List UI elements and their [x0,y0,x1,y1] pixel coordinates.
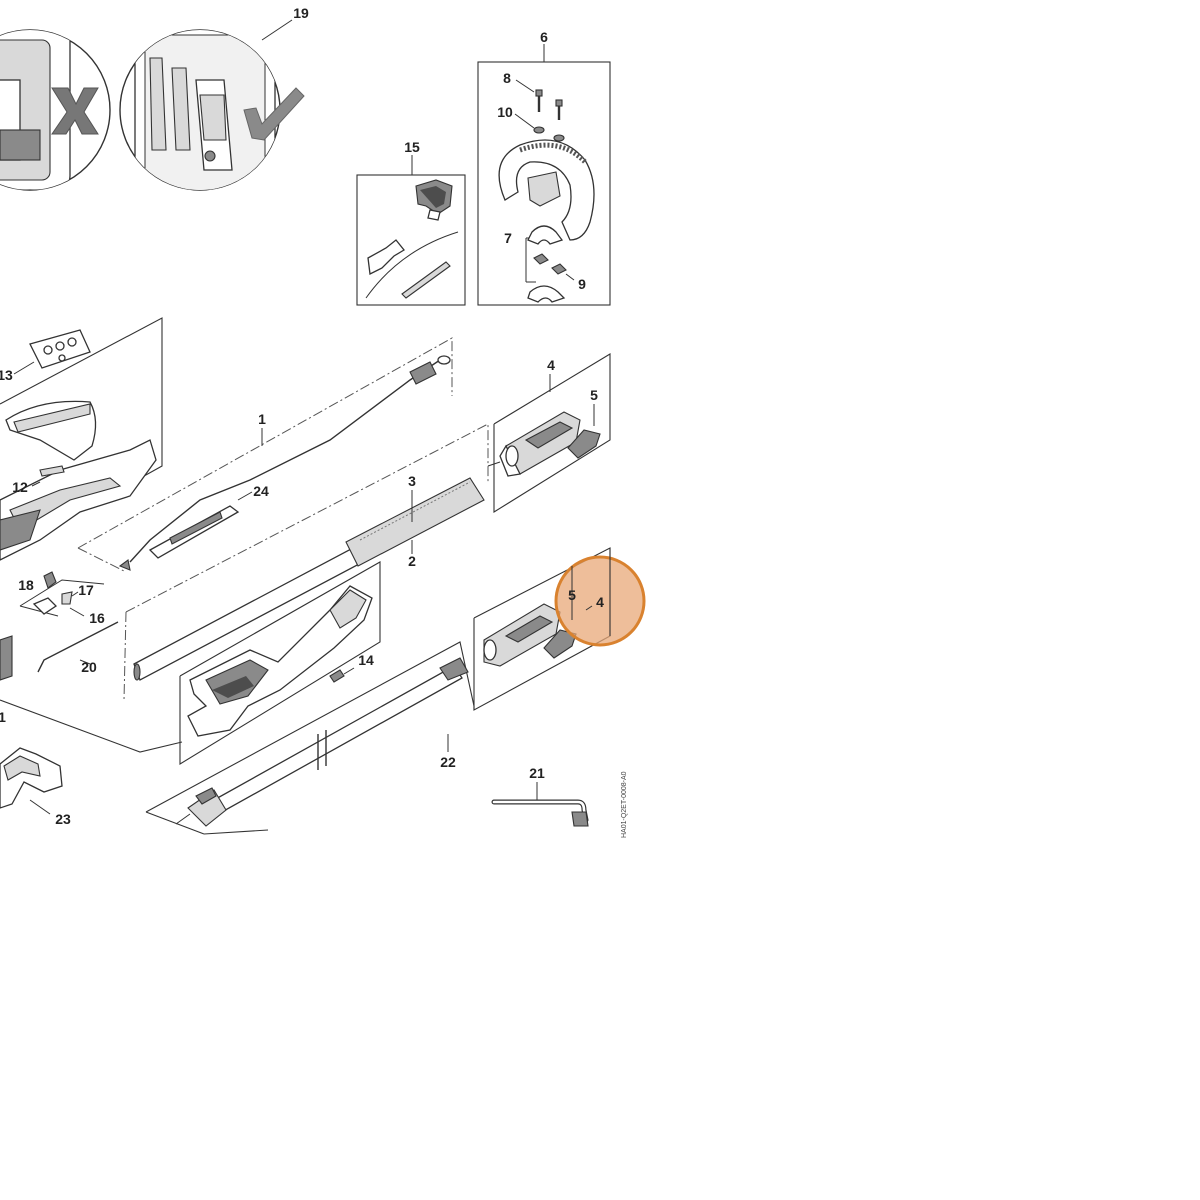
cross-mark-icon [51,87,99,135]
part-group-15 [356,155,466,306]
callout-5: 5 [590,387,598,403]
detail-circle-wrong [0,29,111,191]
callout-4: 4 [547,357,555,373]
callout-14: 14 [358,652,374,668]
callout-11: 1 [0,709,6,725]
part-21 [491,782,589,827]
part-group-14 [179,561,381,765]
detail-circle-right [119,19,305,191]
part-group-22 [145,641,475,835]
part-group-4-highlighted-leads [571,548,611,636]
callout-2: 2 [408,553,416,569]
callout-19: 19 [293,5,309,21]
callout-24: 24 [253,483,269,499]
callout-1: 1 [258,411,266,427]
callout-23: 23 [55,811,71,827]
part-group-2 [123,423,489,701]
callout-17: 17 [78,582,94,598]
callout-5-highlighted: 5 [568,587,576,603]
callout-4-highlighted: 4 [596,594,604,610]
callout-7: 7 [504,230,512,246]
callout-10: 10 [497,104,513,120]
part-group-4-highlighted [473,547,611,711]
part-group-1 [77,337,453,573]
callout-22: 22 [440,754,456,770]
callout-15: 15 [404,139,420,155]
callout-3: 3 [408,473,416,489]
callout-12: 12 [12,479,28,495]
callout-13: 13 [0,367,13,383]
check-mark-icon [243,87,305,141]
callout-6: 6 [540,29,548,45]
callout-21: 21 [529,765,545,781]
callout-20: 20 [81,659,97,675]
document-code: HA01-Q2ET-0008-A0 [621,771,628,838]
part-group-4 [487,353,611,513]
highlight-marker [554,555,646,647]
callout-8: 8 [503,70,511,86]
callout-16: 16 [89,610,105,626]
part-group-housing [0,317,183,815]
callout-9: 9 [578,276,586,292]
part-group-6 [477,44,611,306]
callout-18: 18 [18,577,34,593]
